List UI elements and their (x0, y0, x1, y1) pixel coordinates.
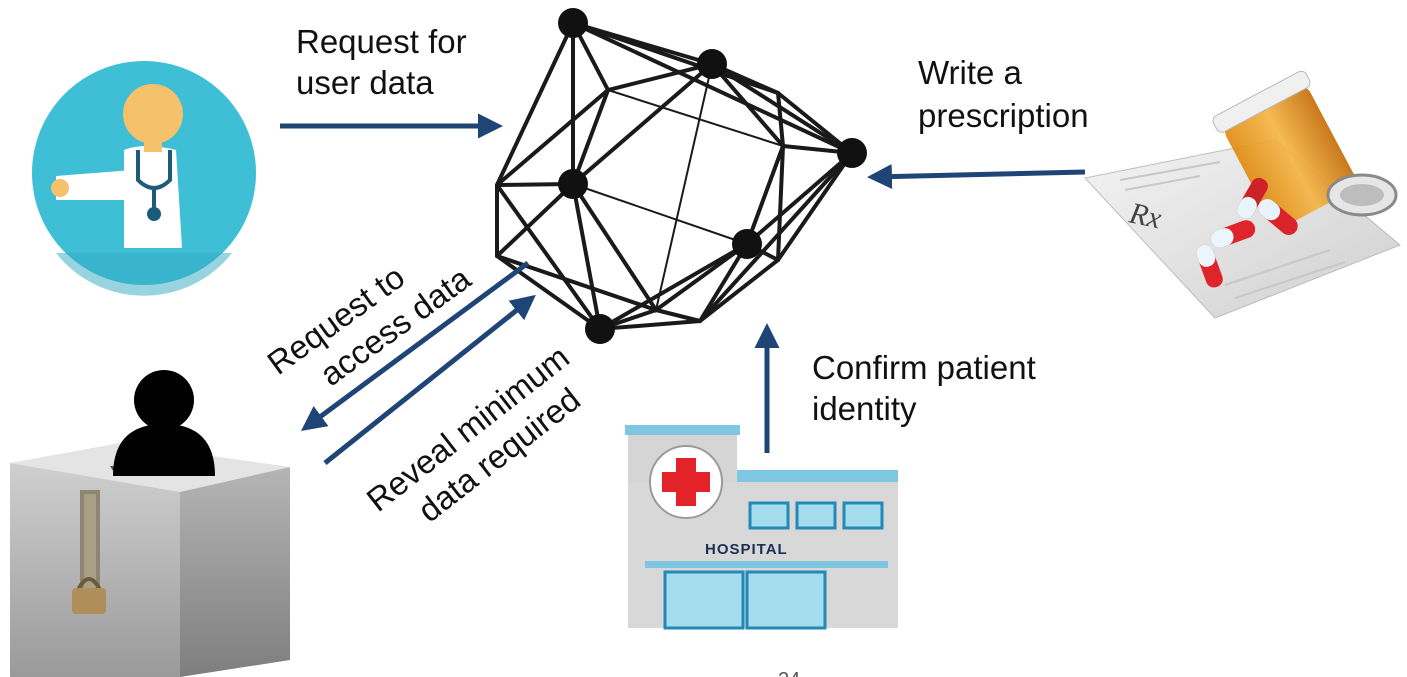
network-node (558, 169, 588, 199)
user-silhouette-icon (113, 370, 215, 476)
page-number: 24 (778, 669, 800, 677)
network-node (558, 8, 588, 38)
label-request-user-data-line2: user data (296, 64, 434, 101)
arrow-network-to-user (300, 260, 530, 431)
arrow-user-to-network (323, 294, 536, 465)
arrow-prescription-to-network (867, 164, 1086, 190)
prescription-pills-icon: Rx (1084, 70, 1401, 319)
label-request-user-data-line1: Request for (296, 23, 467, 60)
network-node (697, 49, 727, 79)
locked-box-icon (10, 443, 290, 677)
flow-arrows (280, 113, 1086, 465)
label-write-prescription-line1: Write a (918, 54, 1023, 91)
doctor-icon (32, 61, 256, 296)
hospital-icon: HOSPITAL (625, 425, 898, 630)
network-hexagon-icon (495, 21, 855, 332)
network-nodes (558, 8, 867, 344)
hospital-sign: HOSPITAL (705, 541, 788, 558)
network-node (837, 138, 867, 168)
label-confirm-identity-line1: Confirm patient (812, 349, 1036, 386)
label-write-prescription-line2: prescription (918, 97, 1089, 134)
network-node (732, 229, 762, 259)
rx-symbol: Rx (1126, 196, 1165, 235)
label-confirm-identity-line2: identity (812, 390, 917, 427)
network-node (585, 314, 615, 344)
